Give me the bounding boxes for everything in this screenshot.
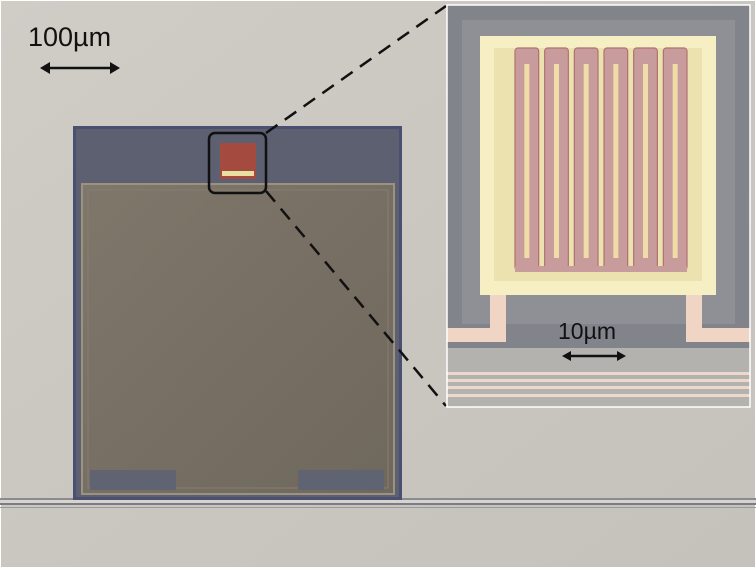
left-lead-horizontal [447,328,506,342]
membrane-inner-border [87,189,389,489]
inset-zoom [446,4,751,408]
heater-meander [514,47,688,272]
heater-connector [515,266,687,272]
main-scale-arrow [40,62,120,74]
callout-lines [265,4,447,407]
inset-scale-label: 10µm [558,318,616,344]
membrane-border [81,183,395,495]
inset-border [446,4,751,408]
highlight-box [207,131,268,195]
left-lead-vertical [490,292,506,330]
heater-square-edge [222,171,254,176]
heater-finger-slot [583,64,589,258]
right-bottom-pad [298,470,384,490]
inset-stripes [447,372,750,397]
inset-lower-band [447,348,750,407]
membrane [82,184,394,494]
right-lead-vertical [686,292,702,330]
heater-finger-slot [613,64,619,258]
sensor-device [73,126,402,500]
heater-finger-slot [554,64,559,258]
main-scale-label: 100µm [28,22,112,52]
right-lead-horizontal [686,328,750,342]
left-bottom-pad [90,470,176,490]
heater-finger-slot [672,64,678,258]
heater-finger-slot [643,64,648,258]
inset-scale-arrow [562,351,626,361]
heater-finger-slot [524,64,530,258]
